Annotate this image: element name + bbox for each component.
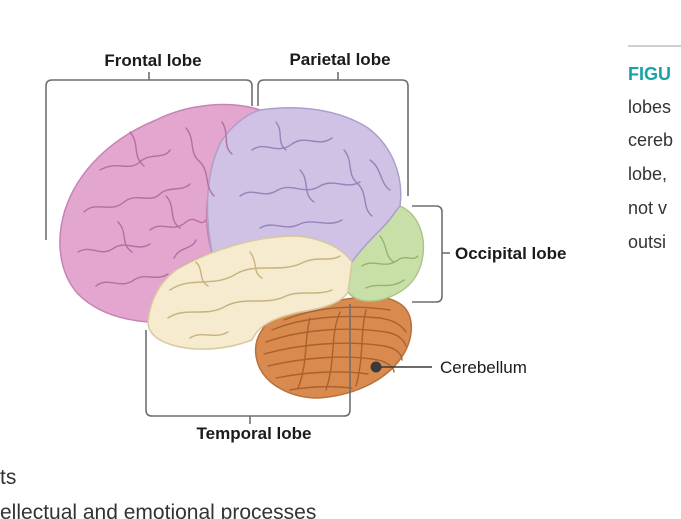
- caption-heading: FIGU: [628, 64, 671, 84]
- caption-line: outsi: [628, 232, 666, 252]
- temporal-bracket: [145, 304, 351, 417]
- label-cerebellum: Cerebellum: [440, 358, 527, 377]
- caption-line: cereb: [628, 130, 673, 150]
- body-text-fragment: ellectual and emotional processes: [0, 501, 316, 519]
- parietal-gyri: [239, 121, 391, 229]
- caption-line: not v: [628, 198, 667, 218]
- label-temporal-lobe: Temporal lobe: [197, 424, 312, 443]
- brain-illustration: [59, 103, 425, 399]
- caption-line: lobe,: [628, 164, 667, 184]
- temporal-gyri: [167, 251, 341, 339]
- frontal-gyri: [77, 121, 233, 287]
- figure-caption: FIGU lobes cereb lobe, not v outsi: [628, 64, 673, 252]
- cerebellum-pointer-dot: [370, 361, 382, 373]
- occipital-bracket: [412, 205, 443, 303]
- caption-line: lobes: [628, 97, 671, 117]
- temporal-lobe-region: [147, 235, 353, 350]
- occipital-gyri: [361, 235, 419, 289]
- parietal-bracket: [257, 79, 409, 196]
- body-text-fragment: ts: [0, 466, 16, 489]
- label-occipital-lobe: Occipital lobe: [455, 244, 566, 263]
- cerebellum-folia: [263, 306, 407, 391]
- label-brackets: [45, 72, 450, 424]
- label-parietal-lobe: Parietal lobe: [289, 50, 390, 69]
- label-frontal-lobe: Frontal lobe: [104, 51, 201, 70]
